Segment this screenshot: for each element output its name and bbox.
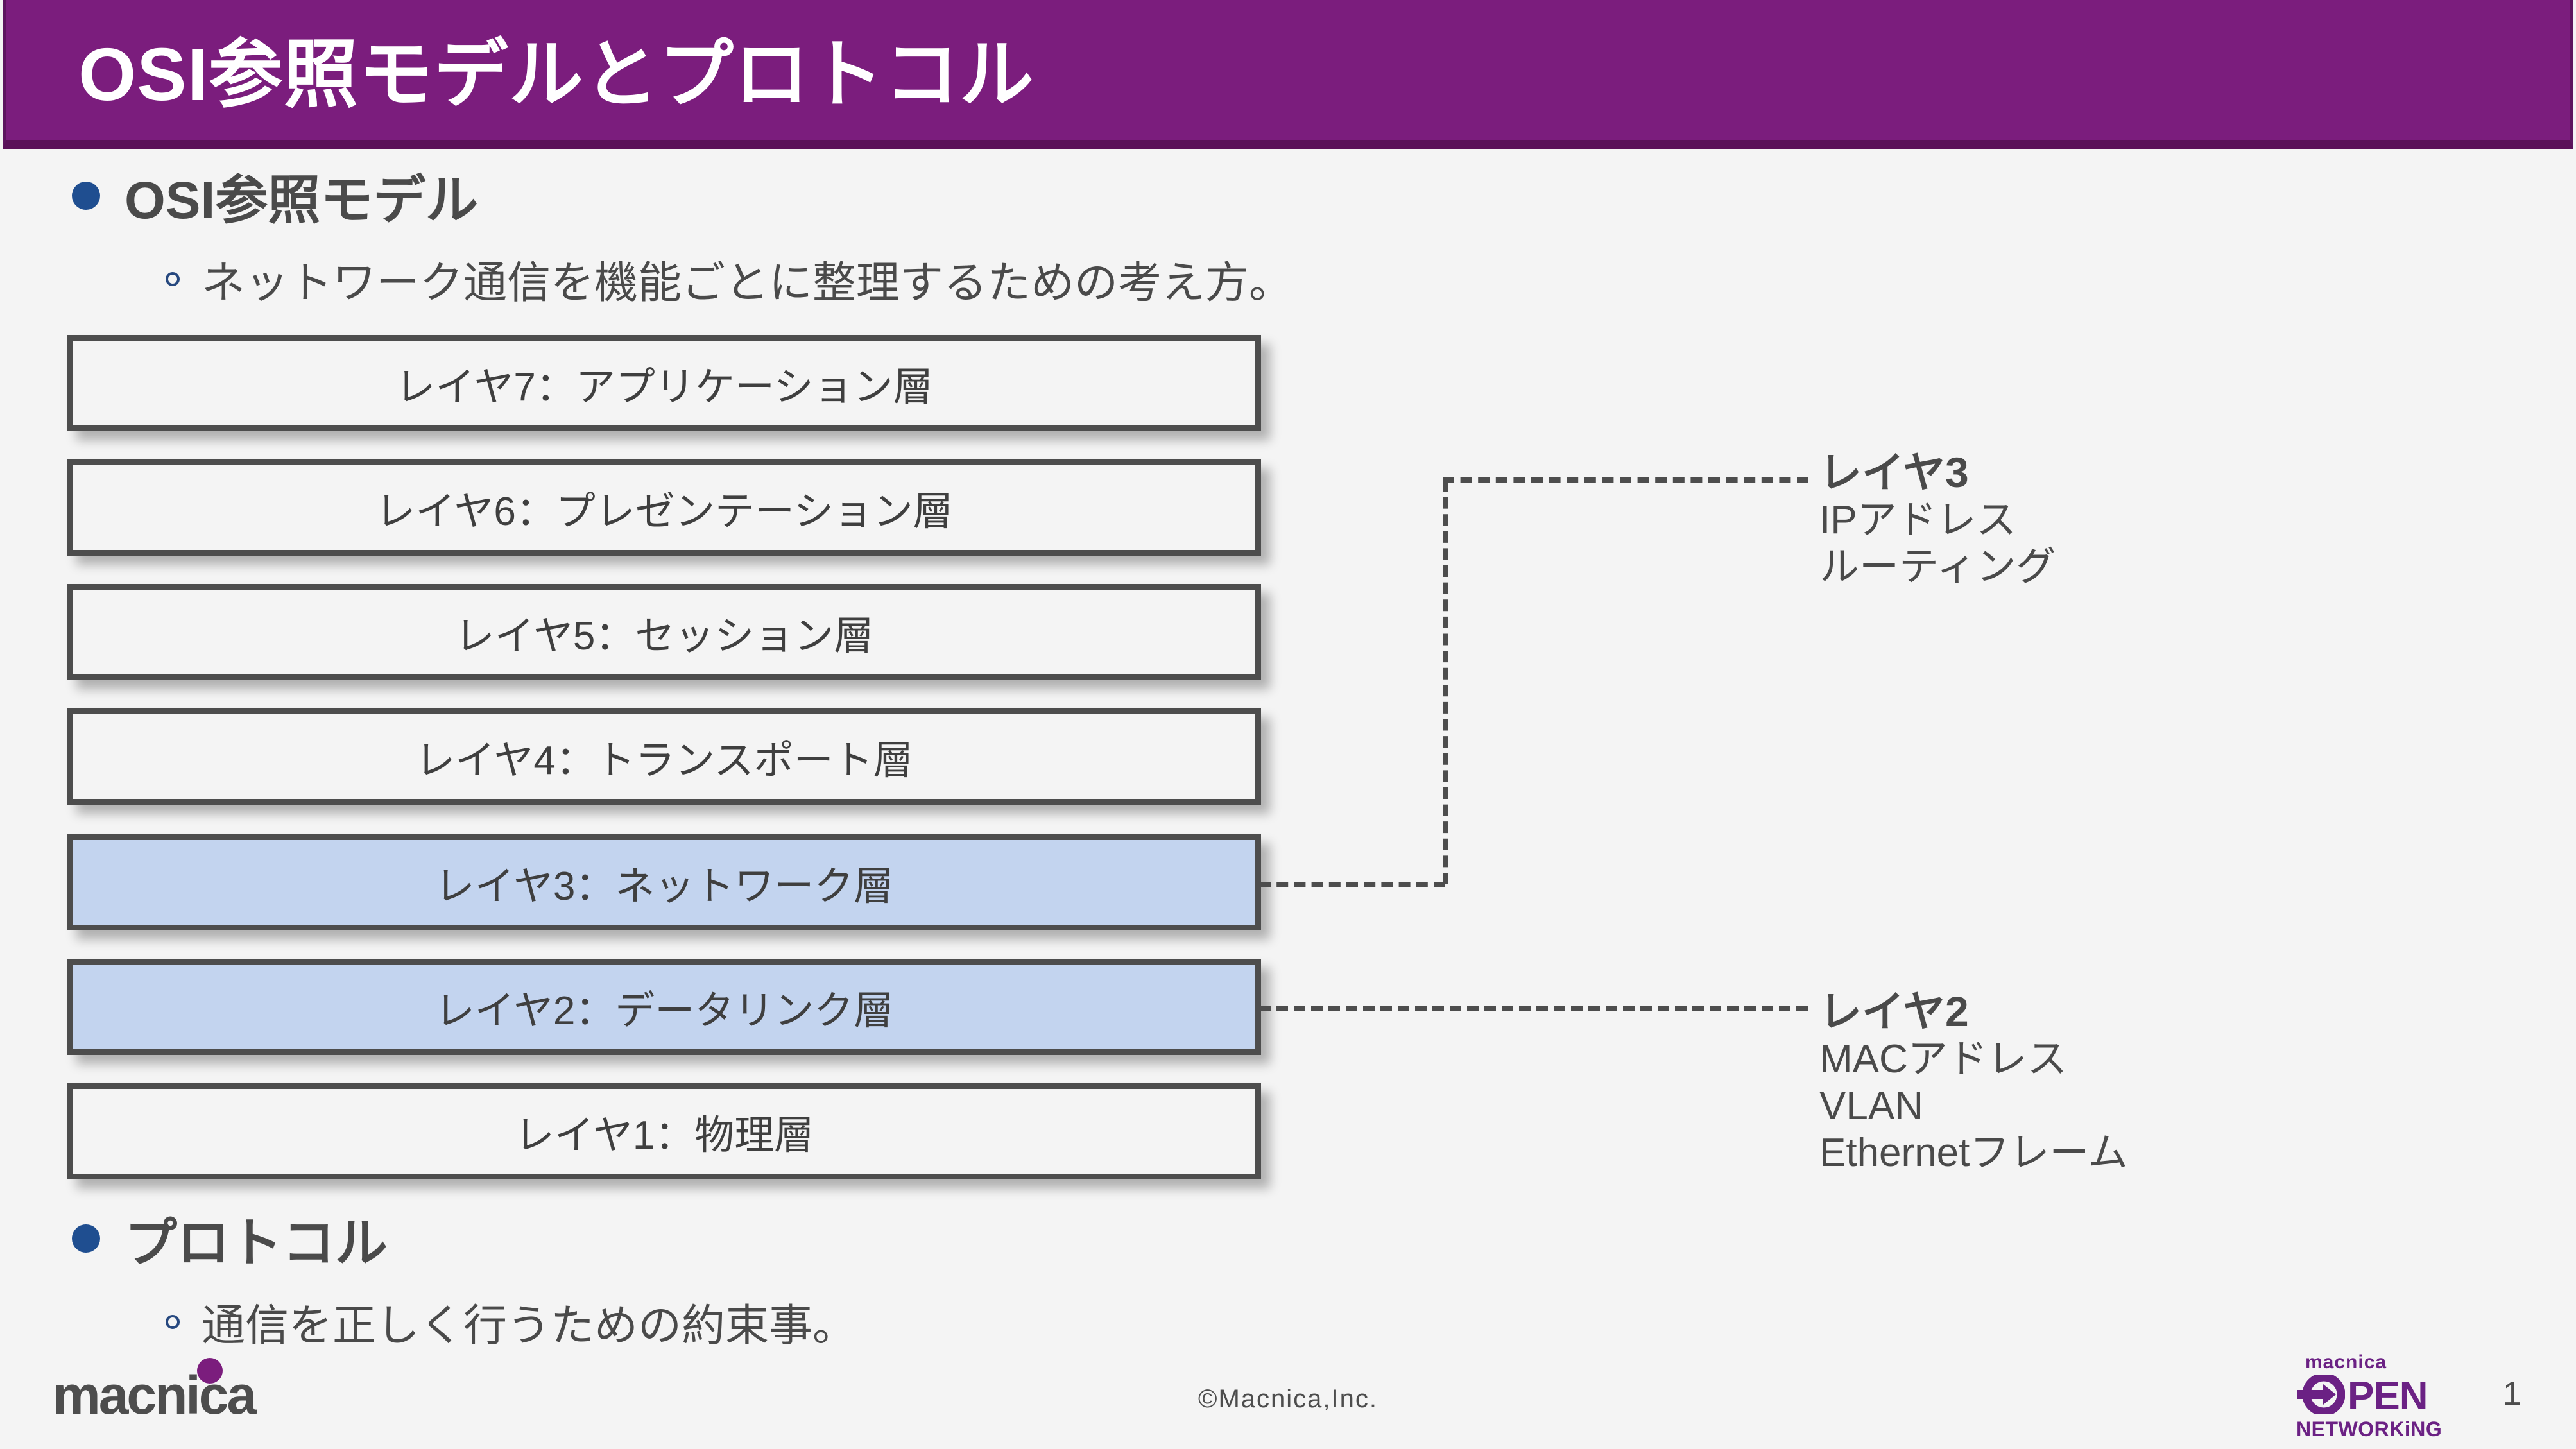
macnica-logo: macnica bbox=[53, 1358, 309, 1425]
bullet-dot-icon bbox=[72, 181, 100, 210]
macnica-wordmark: macnica bbox=[53, 1365, 257, 1425]
layer-box-7[interactable]: レイヤ7：アプリケーション層 bbox=[67, 335, 1261, 431]
connector-layer3-segment-horizontal-upper bbox=[1443, 477, 1808, 483]
layer-label: レイヤ5：セッション層 bbox=[454, 614, 874, 658]
connector-layer3-segment-vertical bbox=[1443, 480, 1448, 884]
layer-label: レイヤ4：トランスポート層 bbox=[415, 739, 913, 783]
annotation-line: ルーティング bbox=[1819, 545, 2056, 590]
annotation-line: Ethernetフレーム bbox=[1819, 1131, 2128, 1176]
copyright-text: ©Macnica,Inc. bbox=[1198, 1385, 1378, 1413]
bullet-protocol: プロトコル bbox=[72, 1200, 388, 1276]
bullet-label: プロトコル bbox=[125, 1214, 388, 1273]
annotation-layer3: レイヤ3 IPアドレス ルーティング bbox=[1819, 449, 2056, 590]
layer-box-6[interactable]: レイヤ6：プレゼンテーション層 bbox=[67, 459, 1261, 556]
open-networking-main-label: PEN bbox=[2348, 1373, 2428, 1418]
annotation-title: レイヤ2 bbox=[1819, 988, 1969, 1035]
open-networking-logo: macnica PEN NETWORKiNG bbox=[2296, 1351, 2463, 1440]
bullet-osi-model: OSI参照モデル bbox=[72, 157, 478, 234]
annotation-line: IPアドレス bbox=[1819, 497, 2016, 542]
title-banner: OSI参照モデルとプロトコル bbox=[3, 0, 2573, 149]
connector-layer3-segment-horizontal-lower bbox=[1259, 882, 1445, 887]
layer-label: レイヤ1：物理層 bbox=[514, 1113, 814, 1158]
annotation-line: MACアドレス bbox=[1819, 1036, 2067, 1081]
sub-bullet-dot-icon bbox=[166, 271, 180, 286]
layer-label: レイヤ3：ネットワーク層 bbox=[434, 864, 894, 909]
sub-bullet-osi-model: ネットワーク通信を機能ごとに整理するための考え方。 bbox=[166, 247, 1292, 311]
layer-box-4[interactable]: レイヤ4：トランスポート層 bbox=[67, 708, 1261, 805]
open-networking-main-row: PEN bbox=[2297, 1373, 2463, 1418]
annotation-line: VLAN bbox=[1819, 1084, 1923, 1129]
layer-box-3[interactable]: レイヤ3：ネットワーク層 bbox=[67, 834, 1261, 930]
open-networking-bottom-label: NETWORKiNG bbox=[2296, 1418, 2443, 1441]
sub-bullet-protocol: 通信を正しく行うための約束事。 bbox=[166, 1290, 856, 1353]
sub-bullet-dot-icon bbox=[166, 1314, 180, 1329]
page-title: OSI参照モデルとプロトコル bbox=[78, 33, 1035, 116]
layer-label: レイヤ6：プレゼンテーション層 bbox=[375, 490, 953, 534]
bullet-dot-icon bbox=[72, 1224, 100, 1253]
sub-bullet-label: 通信を正しく行うための約束事。 bbox=[202, 1301, 857, 1350]
arrow-into-circle-icon bbox=[2297, 1373, 2346, 1418]
page-number: 1 bbox=[2503, 1375, 2521, 1412]
layer-box-2[interactable]: レイヤ2：データリンク層 bbox=[67, 959, 1261, 1055]
annotation-layer2: レイヤ2 MACアドレス VLAN Ethernetフレーム bbox=[1819, 988, 2128, 1176]
bullet-label: OSI参照モデル bbox=[125, 171, 479, 230]
macnica-dot-icon bbox=[197, 1358, 223, 1384]
connector-layer2 bbox=[1259, 1006, 1808, 1011]
layer-label: レイヤ7：アプリケーション層 bbox=[395, 365, 933, 409]
sub-bullet-label: ネットワーク通信を機能ごとに整理するための考え方。 bbox=[202, 259, 1293, 307]
annotation-title: レイヤ3 bbox=[1819, 449, 1969, 496]
layer-label: レイヤ2：データリンク層 bbox=[434, 989, 894, 1033]
layer-box-5[interactable]: レイヤ5：セッション層 bbox=[67, 584, 1261, 680]
open-networking-top-label: macnica bbox=[2305, 1351, 2387, 1373]
layer-box-1[interactable]: レイヤ1：物理層 bbox=[67, 1083, 1261, 1179]
